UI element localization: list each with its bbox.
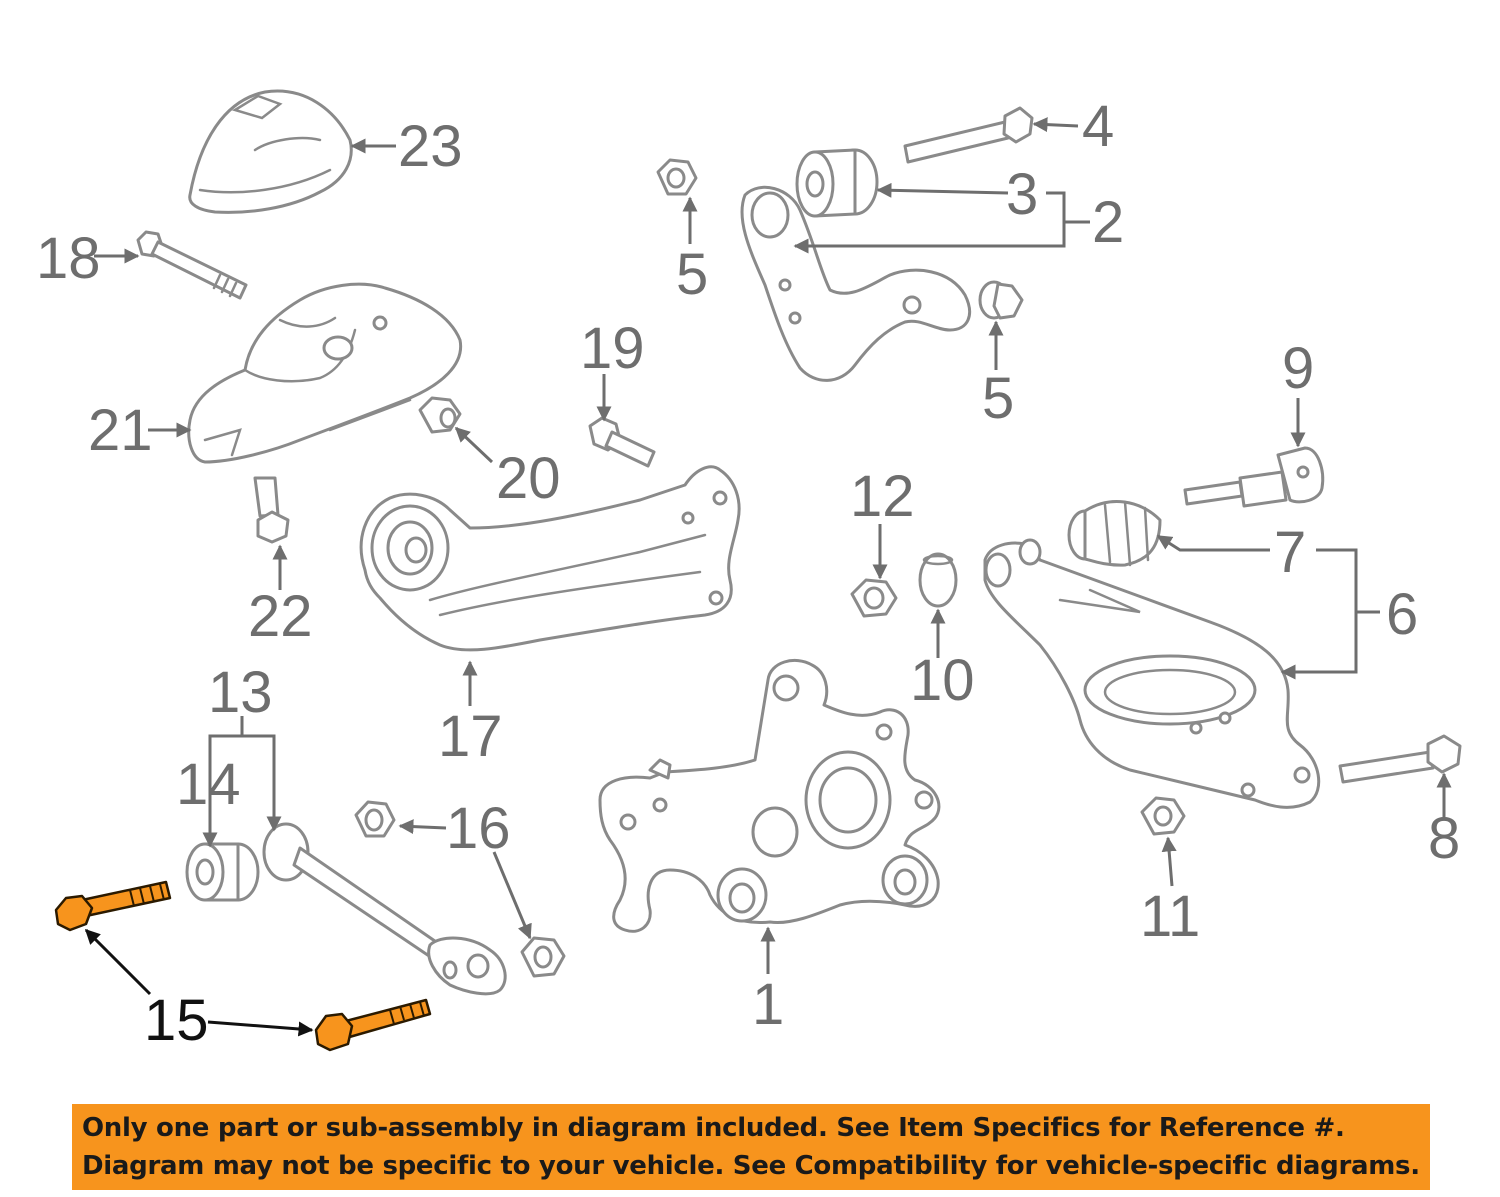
callout-17: 17	[438, 704, 503, 769]
part-13-control-link	[262, 822, 507, 996]
part-7-bump-stop	[1067, 499, 1162, 567]
part-9-cam-bolt	[1183, 446, 1325, 508]
part-16-nut-lower	[520, 936, 566, 978]
parts-diagram: 23 4 3 2 5 5 18 21 20 22 19 17 9 7 6 12 …	[36, 89, 1462, 1053]
part-8-bolt	[1338, 734, 1462, 784]
part-21-mount	[187, 282, 463, 464]
callout-8: 8	[1428, 806, 1460, 871]
callout-16: 16	[446, 796, 511, 861]
callout-4: 4	[1082, 94, 1114, 159]
callout-1: 1	[752, 972, 784, 1037]
callout-13: 13	[208, 660, 273, 725]
callout-6: 6	[1386, 582, 1418, 647]
part-1-knuckle	[598, 659, 941, 933]
part-4-bolt	[903, 106, 1034, 164]
disclaimer-banner: Only one part or sub-assembly in diagram…	[72, 1104, 1430, 1190]
callout-12: 12	[850, 464, 915, 529]
disclaimer-line-2: Diagram may not be specific to your vehi…	[82, 1151, 1420, 1181]
callout-9: 9	[1282, 336, 1314, 401]
callout-3: 3	[1006, 162, 1038, 227]
callout-19: 19	[580, 316, 645, 381]
part-11-nut	[1140, 796, 1186, 836]
part-10-washer	[918, 552, 958, 608]
callout-10: 10	[910, 648, 975, 713]
part-3-bushing	[795, 148, 879, 218]
callout-20: 20	[496, 446, 561, 511]
part-18-bolt	[136, 230, 248, 300]
part-15-bolt-upper	[54, 880, 172, 932]
callout-15: 15	[144, 988, 209, 1053]
callout-7: 7	[1274, 520, 1306, 585]
part-2-upper-arm	[740, 185, 971, 382]
part-19-bolt	[588, 416, 656, 468]
part-20-nut	[418, 396, 462, 434]
part-12-nut	[850, 578, 898, 618]
callout-2: 2	[1092, 190, 1124, 255]
part-5-nut-upper	[656, 158, 698, 196]
part-16-nut-upper	[354, 800, 396, 838]
callout-5-lower: 5	[982, 366, 1014, 431]
callout-22: 22	[248, 584, 313, 649]
part-22-bolt	[253, 476, 290, 544]
part-14-bushing	[185, 842, 260, 902]
leader-lines	[84, 117, 1452, 1037]
part-23-cover	[188, 89, 353, 214]
callout-18: 18	[36, 226, 101, 291]
callout-5-upper: 5	[676, 242, 708, 307]
callout-11: 11	[1140, 884, 1200, 949]
callout-21: 21	[88, 398, 153, 463]
part-17-trailing-arm	[359, 465, 741, 652]
callout-23: 23	[398, 114, 463, 179]
part-15-bolt-lower	[314, 998, 432, 1052]
callout-numbers: 23 4 3 2 5 5 18 21 20 22 19 17 9 7 6 12 …	[36, 94, 1460, 1053]
callout-14: 14	[176, 752, 241, 817]
disclaimer-line-1: Only one part or sub-assembly in diagram…	[82, 1113, 1345, 1143]
part-6-lower-arm	[983, 538, 1321, 809]
part-5-nut-lower	[978, 280, 1024, 320]
